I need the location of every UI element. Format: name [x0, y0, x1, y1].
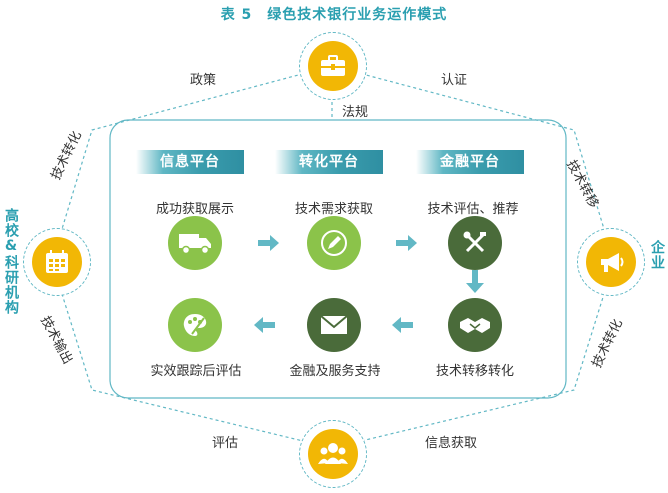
- people-group-icon: [318, 443, 348, 464]
- handshake-icon: [460, 318, 490, 333]
- edge-label-certification: 认证: [441, 73, 468, 88]
- palette-icon: [183, 314, 207, 336]
- step-label-3: 技术评估、推荐: [427, 202, 519, 217]
- calendar-icon: [46, 250, 68, 273]
- step-circle-3: [448, 216, 502, 270]
- platform-tab-conversion: 转化平台: [275, 150, 383, 174]
- briefcase-icon: [321, 55, 345, 76]
- arrow-left-1: [392, 317, 413, 333]
- step-circle-4: [448, 298, 502, 352]
- pencil-icon: [321, 230, 347, 256]
- envelope-icon: [320, 315, 348, 334]
- outer-octagon: [51, 65, 615, 449]
- megaphone-icon: [601, 253, 624, 272]
- step-label-1: 成功获取展示: [155, 202, 234, 217]
- platform-tab-info: 信息平台: [136, 150, 244, 174]
- node-left: [23, 228, 91, 296]
- step-circle-2: [307, 216, 361, 270]
- node-top: [299, 32, 367, 100]
- edge-label-info-acquisition: 信息获取: [425, 436, 478, 451]
- tools-icon: [463, 231, 486, 253]
- diagram-title: 表 5 绿色技术银行业务运作模式: [220, 7, 448, 23]
- step-circle-1: [168, 216, 222, 270]
- step-circle-6: [168, 298, 222, 352]
- step-label-5: 金融及服务支持: [289, 364, 381, 379]
- edge-label-policy: 政策: [190, 73, 217, 88]
- edge-label-regulation: 法规: [342, 105, 369, 120]
- step-label-4: 技术转移转化: [435, 364, 514, 379]
- side-label-enterprises: 企业: [649, 240, 665, 270]
- arrow-right-1: [258, 235, 279, 251]
- arrow-right-2: [396, 235, 417, 251]
- edge-label-evaluation: 评估: [212, 436, 239, 451]
- side-label-universities: 高校&科研机构: [3, 208, 19, 315]
- step-label-2: 技术需求获取: [294, 202, 373, 217]
- arrow-left-2: [254, 317, 275, 333]
- node-bottom: [299, 420, 367, 488]
- inner-frame: [109, 119, 567, 399]
- step-circle-5: [307, 298, 361, 352]
- step-label-6: 实效跟踪后评估: [150, 364, 242, 379]
- node-right: [577, 228, 645, 296]
- platform-tab-finance: 金融平台: [416, 150, 524, 174]
- arrow-down: [466, 270, 484, 293]
- delivery-truck-icon: [179, 234, 211, 255]
